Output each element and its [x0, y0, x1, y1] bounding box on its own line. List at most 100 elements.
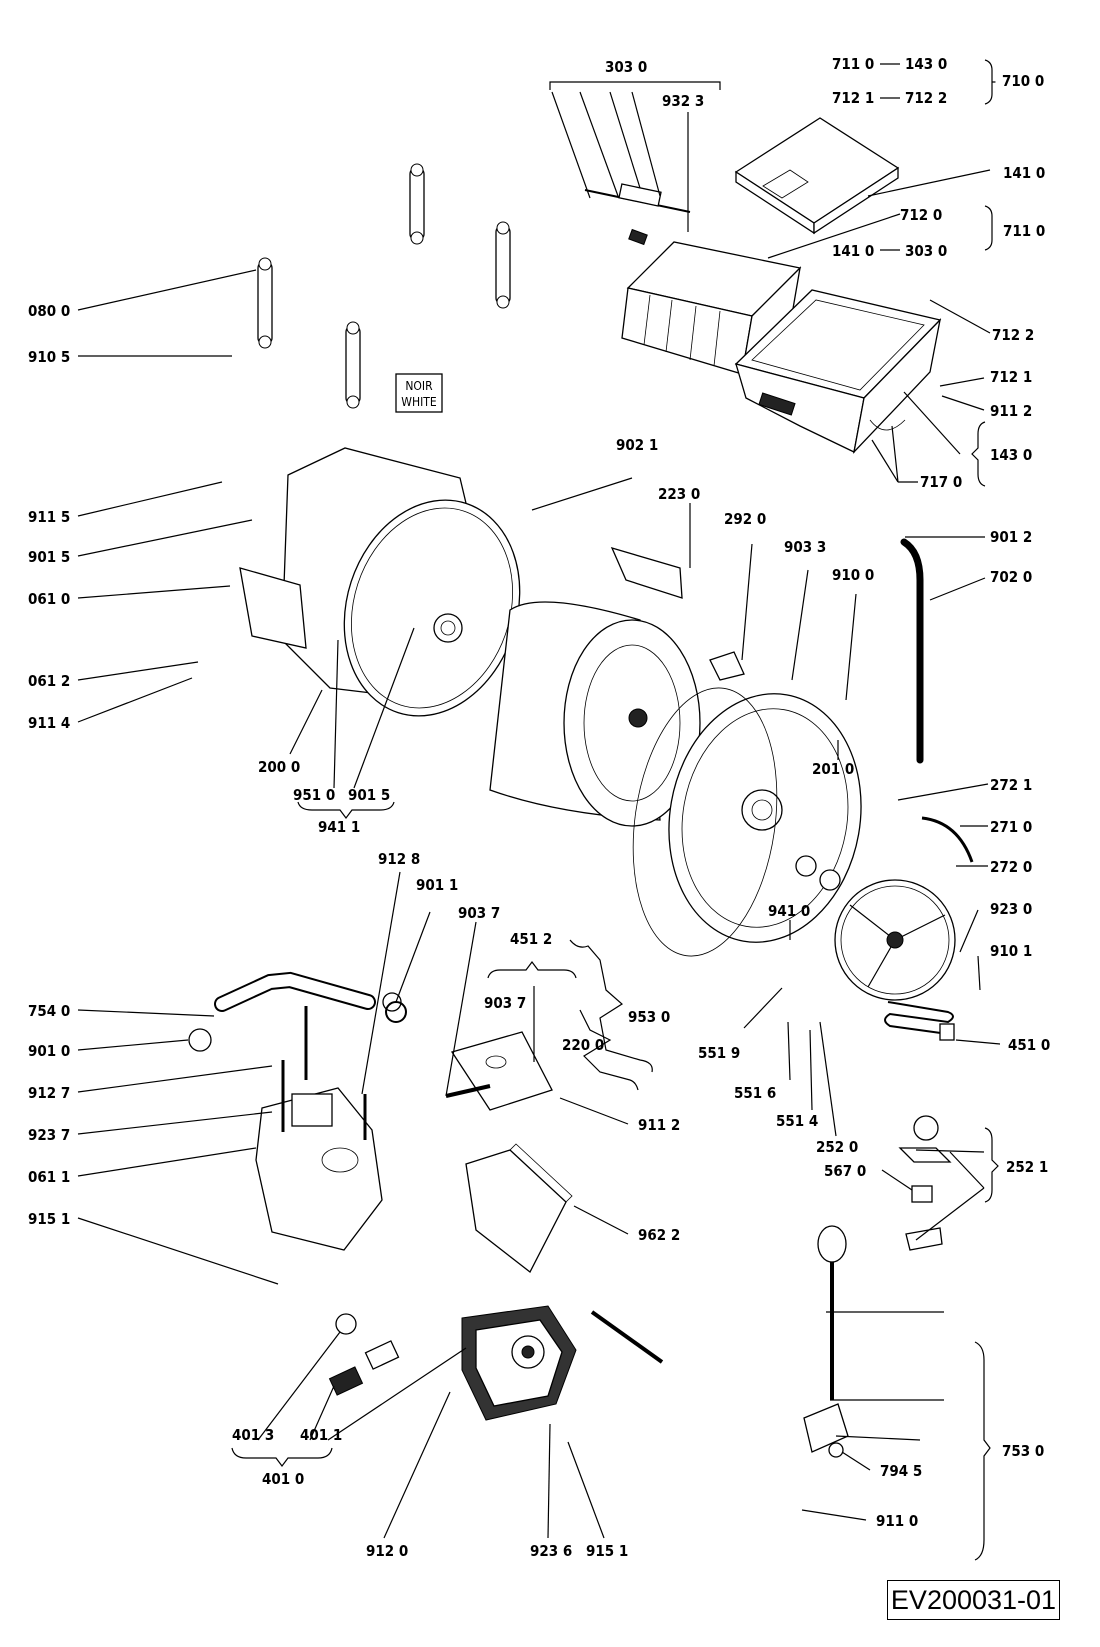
label-794-5: 794 5: [880, 1462, 922, 1480]
dispenser-lid: [734, 117, 900, 235]
label-911-2-b: 911 2: [638, 1116, 680, 1134]
label-271-0: 271 0: [990, 818, 1032, 836]
inlet-hose: [188, 971, 402, 1052]
drawer-housing: [734, 289, 942, 455]
label-711-0-a: 711 0: [832, 55, 874, 73]
filter-bracket: [445, 1031, 553, 1111]
pulley-arm: [921, 816, 974, 863]
part-labels: 303 0 932 3 711 0 143 0 710 0 712 1 712 …: [28, 55, 1050, 1560]
label-272-1: 272 1: [990, 776, 1032, 794]
label-220-0: 220 0: [562, 1036, 604, 1054]
level-hose: [803, 1225, 849, 1458]
long-bolts: [281, 1006, 367, 1140]
label-912-8: 912 8: [378, 850, 420, 868]
label-401-0: 401 0: [262, 1470, 304, 1488]
drain-hose: [900, 538, 924, 764]
label-712-0: 712 0: [900, 206, 942, 224]
label-962-2: 962 2: [638, 1226, 680, 1244]
label-141-0-a: 141 0: [1003, 164, 1045, 182]
label-252-0: 252 0: [816, 1138, 858, 1156]
label-711-0-b: 711 0: [1003, 222, 1045, 240]
label-911-4: 911 4: [28, 714, 70, 732]
motor: [461, 1305, 577, 1421]
label-252-1: 252 1: [1006, 1158, 1048, 1176]
label-951-0: 951 0: [293, 786, 335, 804]
label-903-7-b: 903 7: [484, 994, 526, 1012]
tub-front: [668, 693, 862, 943]
label-923-7: 923 7: [28, 1126, 70, 1144]
shock-absorber-2: [495, 221, 511, 309]
shock-absorbers: [257, 163, 511, 409]
motor-rod: [590, 1310, 664, 1364]
shock-absorber-1: [409, 163, 425, 245]
label-902-1: 902 1: [616, 436, 658, 454]
label-903-3: 903 3: [784, 538, 826, 556]
label-717-0: 717 0: [920, 473, 962, 491]
colour-tag-line-1: NOIR: [405, 379, 433, 393]
label-753-0: 753 0: [1002, 1442, 1044, 1460]
label-143-0-a: 143 0: [905, 55, 947, 73]
label-401-1: 401 1: [300, 1426, 342, 1444]
label-567-0: 567 0: [824, 1162, 866, 1180]
outer-tub-rear: [239, 447, 521, 717]
label-932-3: 932 3: [662, 92, 704, 110]
label-910-0: 910 0: [832, 566, 874, 584]
label-061-2: 061 2: [28, 672, 70, 690]
label-923-6: 923 6: [530, 1542, 572, 1560]
drawing-reference-number: EV200031-01: [887, 1580, 1060, 1620]
label-710-0: 710 0: [1002, 72, 1044, 90]
inner-drum: [489, 601, 701, 827]
label-451-0: 451 0: [1008, 1036, 1050, 1054]
label-941-1: 941 1: [318, 818, 360, 836]
leader-lines: [77, 59, 1001, 1561]
label-903-7-a: 903 7: [458, 904, 500, 922]
label-143-0-b: 143 0: [990, 446, 1032, 464]
label-901-1: 901 1: [416, 876, 458, 894]
colour-tag-line-2: WHITE: [401, 395, 437, 409]
label-911-5: 911 5: [28, 508, 70, 526]
dispenser-hose: [584, 183, 691, 246]
label-910-1: 910 1: [990, 942, 1032, 960]
label-911-0: 911 0: [876, 1512, 918, 1530]
label-941-0: 941 0: [768, 902, 810, 920]
label-911-2-a: 911 2: [990, 402, 1032, 420]
label-901-5-b: 901 5: [348, 786, 390, 804]
tub-connector: [610, 546, 683, 599]
brush-holders: [328, 1313, 400, 1396]
label-712-1-a: 712 1: [832, 89, 874, 107]
part-drawings: NOIR WHITE: [188, 117, 974, 1458]
label-401-3: 401 3: [232, 1426, 274, 1444]
label-901-5-a: 901 5: [28, 548, 70, 566]
label-901-0: 901 0: [28, 1042, 70, 1060]
label-451-2: 451 2: [510, 930, 552, 948]
colour-tag-box: NOIR WHITE: [395, 373, 443, 413]
drum-pulley: [834, 879, 956, 1001]
shock-absorber-4: [345, 321, 361, 409]
label-912-0: 912 0: [366, 1542, 408, 1560]
label-754-0: 754 0: [28, 1002, 70, 1020]
label-712-1-b: 712 1: [990, 368, 1032, 386]
label-915-1-a: 915 1: [28, 1210, 70, 1228]
heating-element: [884, 1001, 955, 1041]
label-551-6: 551 6: [734, 1084, 776, 1102]
gasket: [632, 687, 778, 957]
label-201-0: 201 0: [812, 760, 854, 778]
counterweight: [255, 1087, 383, 1251]
pressure-switch: [898, 1115, 952, 1251]
label-901-2: 901 2: [990, 528, 1032, 546]
label-910-5: 910 5: [28, 348, 70, 366]
label-953-0: 953 0: [628, 1008, 670, 1026]
label-551-9: 551 9: [698, 1044, 740, 1062]
gasket-bracket: [709, 651, 745, 681]
label-080-0: 080 0: [28, 302, 70, 320]
label-923-0: 923 0: [990, 900, 1032, 918]
label-551-4: 551 4: [776, 1112, 818, 1130]
label-915-1-b: 915 1: [586, 1542, 628, 1560]
label-303-0: 303 0: [605, 58, 647, 76]
shock-absorber-3: [257, 257, 273, 349]
label-272-0: 272 0: [990, 858, 1032, 876]
label-303-0-b: 303 0: [905, 242, 947, 260]
label-061-0: 061 0: [28, 590, 70, 608]
electronics-housing: [465, 1143, 573, 1273]
